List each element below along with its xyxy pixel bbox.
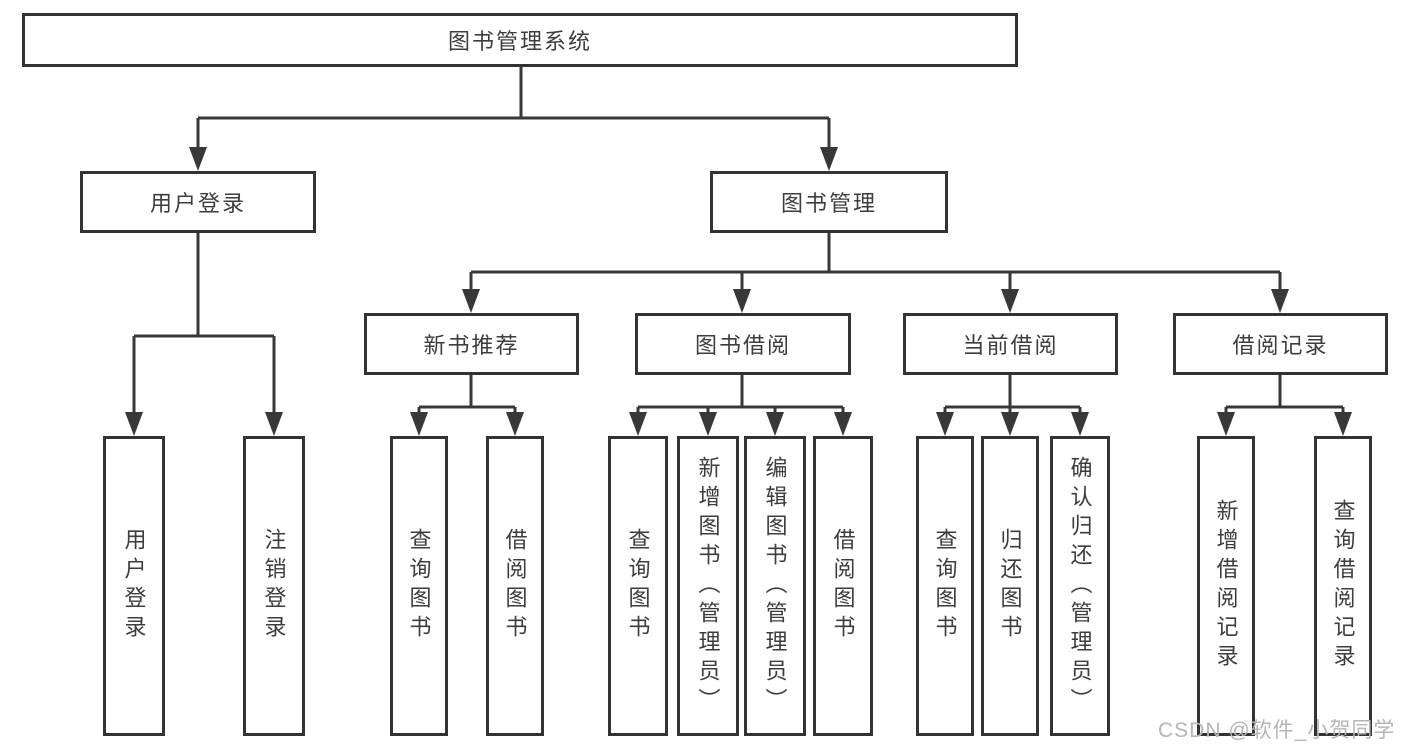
node-current-borrow: 当前借阅	[903, 313, 1118, 375]
leaf-nb-borrow-books: 借阅图书	[486, 436, 544, 736]
connector-current-borrow-to-leaves	[936, 375, 1089, 436]
leaf-bb-query-books: 查询图书	[608, 436, 668, 736]
leaf-bb-add-books: 新增图书（管理员）	[677, 436, 739, 736]
connector-book-management-to-level3	[462, 233, 1289, 313]
connector-borrow-records-to-leaves	[1217, 375, 1352, 436]
leaf-bb-borrow-books: 借阅图书	[813, 436, 873, 736]
connector-root-to-level2	[189, 66, 838, 171]
leaf-cb-query-books: 查询图书	[916, 436, 974, 736]
connector-book-borrow-to-leaves	[629, 375, 852, 436]
leaf-logout: 注销登录	[243, 436, 305, 736]
leaf-br-query-record: 查询借阅记录	[1314, 436, 1372, 736]
connector-user-login-to-leaves	[125, 233, 283, 436]
leaf-bb-edit-books: 编辑图书（管理员）	[744, 436, 806, 736]
leaf-nb-query-books: 查询图书	[390, 436, 448, 736]
node-borrow-records: 借阅记录	[1173, 313, 1388, 375]
node-book-management: 图书管理	[710, 171, 948, 233]
connector-new-book-recommend-to-leaves	[410, 375, 524, 436]
leaf-br-add-record: 新增借阅记录	[1197, 436, 1255, 736]
node-root: 图书管理系统	[22, 13, 1018, 67]
leaf-cb-return-books: 归还图书	[981, 436, 1039, 736]
node-user-login: 用户登录	[80, 171, 316, 233]
node-new-book-recommend: 新书推荐	[364, 313, 579, 375]
leaf-user-login: 用户登录	[103, 436, 165, 736]
node-book-borrow: 图书借阅	[635, 313, 851, 375]
watermark: CSDN @软件_小贺同学	[1158, 719, 1396, 742]
leaf-cb-confirm-return: 确认归还（管理员）	[1050, 436, 1110, 736]
